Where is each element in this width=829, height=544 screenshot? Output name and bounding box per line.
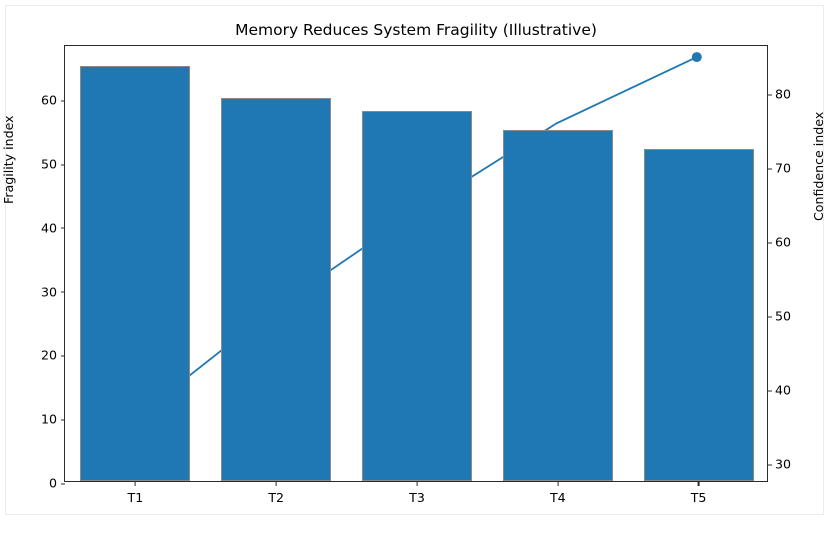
y-tick-left-40: 40 bbox=[41, 220, 66, 235]
y-tick-left-50: 50 bbox=[41, 157, 66, 172]
y-tick-left-0: 0 bbox=[49, 476, 66, 491]
figure-canvas: Memory Reduces System Fragility (Illustr… bbox=[1, 5, 826, 515]
y-axis-label-right: Confidence index bbox=[811, 111, 826, 221]
chart-title: Memory Reduces System Fragility (Illustr… bbox=[235, 21, 597, 39]
y-tick-right-60: 60 bbox=[767, 235, 791, 250]
y-tick-right-30: 30 bbox=[767, 457, 791, 472]
plot-inner bbox=[65, 46, 767, 481]
y-tick-right-50: 50 bbox=[767, 309, 791, 324]
y-tick-left-30: 30 bbox=[41, 284, 66, 299]
confidence-line-marker bbox=[691, 52, 702, 63]
x-tick-t5: T5 bbox=[691, 481, 707, 505]
x-tick-t1: T1 bbox=[128, 481, 144, 505]
bar-t3 bbox=[362, 111, 472, 481]
x-tick-t3: T3 bbox=[409, 481, 425, 505]
y-tick-right-70: 70 bbox=[767, 161, 791, 176]
bar-t2 bbox=[221, 98, 332, 481]
y-tick-left-10: 10 bbox=[41, 412, 66, 427]
y-tick-left-20: 20 bbox=[41, 348, 66, 363]
y-tick-right-80: 80 bbox=[767, 87, 791, 102]
bar-t4 bbox=[502, 130, 613, 481]
y-tick-left-60: 60 bbox=[41, 93, 66, 108]
x-tick-t4: T4 bbox=[550, 481, 566, 505]
y-axis-label-left: Fragility index bbox=[1, 115, 16, 204]
x-tick-t2: T2 bbox=[268, 481, 284, 505]
bar-t5 bbox=[643, 149, 754, 481]
bar-t1 bbox=[80, 66, 191, 481]
y-tick-right-40: 40 bbox=[767, 383, 791, 398]
